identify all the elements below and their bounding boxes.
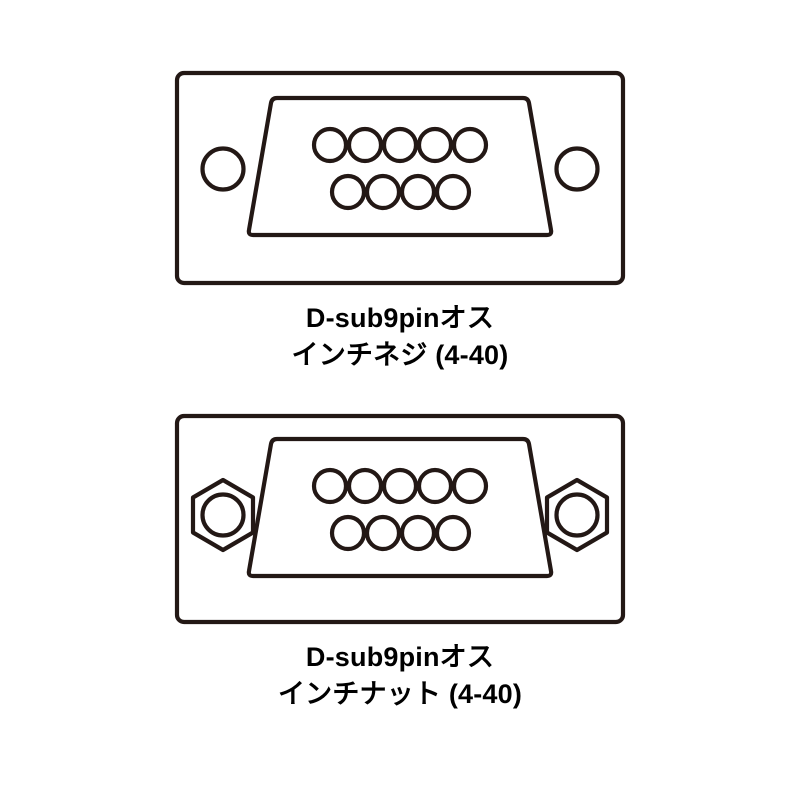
pin-row-top — [311, 126, 489, 164]
caption-line-1: D-sub9pinオス — [305, 642, 495, 672]
figure-dsub9-male-inch-screw: D-sub9pinオス インチネジ (4-40) — [0, 70, 800, 375]
pin-5 — [451, 467, 489, 505]
hex-nut-left-bore — [200, 492, 246, 538]
d-shell-shield-outline — [246, 436, 554, 579]
hex-nut-right-bore — [554, 492, 600, 538]
d-shell-shield-outline — [246, 95, 554, 238]
hex-nut-right-icon — [544, 477, 610, 553]
pin-1 — [311, 126, 349, 164]
dsub9-male-inch-screw-illustration — [174, 70, 626, 286]
pin-6 — [329, 173, 367, 211]
caption-line-2: インチナット (4-40) — [277, 679, 523, 710]
figure-dsub9-male-inch-nut: D-sub9pinオス インチナット (4-40) — [0, 413, 800, 714]
pin-row-bottom — [329, 514, 472, 552]
pin-row-bottom — [329, 173, 472, 211]
caption-dsub9-male-inch-screw: D-sub9pinオス インチネジ (4-40) — [292, 300, 509, 375]
caption-line-2: インチネジ (4-40) — [291, 340, 509, 371]
pin-4 — [416, 126, 454, 164]
pin-3 — [381, 126, 419, 164]
pin-3 — [381, 467, 419, 505]
pin-9 — [434, 514, 472, 552]
pin-9 — [434, 173, 472, 211]
pin-8 — [399, 173, 437, 211]
pin-7 — [364, 514, 402, 552]
pin-2 — [346, 126, 384, 164]
hex-nut-left-icon — [190, 477, 256, 553]
dsub9-male-inch-nut-illustration — [174, 413, 626, 625]
pin-1 — [311, 467, 349, 505]
caption-dsub9-male-inch-nut: D-sub9pinオス インチナット (4-40) — [278, 639, 522, 714]
pin-4 — [416, 467, 454, 505]
pin-2 — [346, 467, 384, 505]
pin-6 — [329, 514, 367, 552]
screw-hole-right-icon — [554, 146, 600, 192]
pin-row-top — [311, 467, 489, 505]
pin-7 — [364, 173, 402, 211]
caption-line-1: D-sub9pinオス — [305, 303, 495, 333]
screw-hole-left-icon — [200, 146, 246, 192]
pin-8 — [399, 514, 437, 552]
pin-5 — [451, 126, 489, 164]
